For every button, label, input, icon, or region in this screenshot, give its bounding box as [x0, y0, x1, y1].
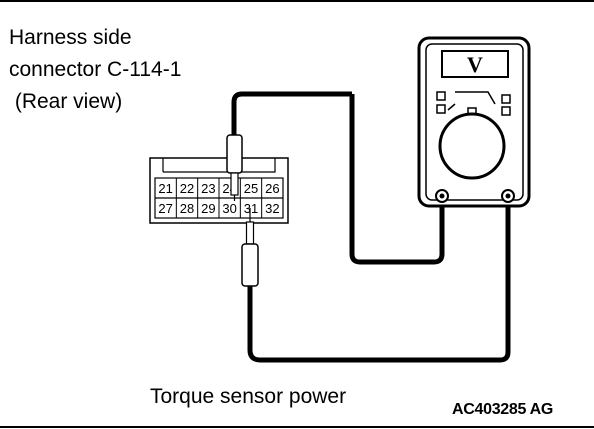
pin-30: 30: [222, 201, 236, 216]
lead-wire-upper: [349, 94, 445, 265]
pin-22: 22: [180, 181, 194, 196]
pin-28: 28: [180, 201, 194, 216]
pin-23: 23: [201, 181, 215, 196]
connector-label: Harness side connector C-114-1 (Rear vie…: [9, 22, 181, 118]
meter-dial-pointer: [467, 107, 477, 114]
meter-display: [441, 50, 509, 78]
bottom-border: [0, 426, 594, 428]
probe-upper: [226, 91, 352, 201]
pin-27: 27: [158, 201, 172, 216]
top-border: [0, 0, 594, 2]
meter-display-symbol: V: [467, 52, 483, 77]
pin-25: 25: [244, 181, 258, 196]
connector-key: [162, 158, 276, 173]
caption: Torque sensor power: [150, 385, 347, 408]
pin-32: 32: [265, 201, 279, 216]
pin-21: 21: [158, 181, 172, 196]
meter-dial: [438, 112, 506, 180]
figure-code: AC403285 AG: [452, 401, 554, 418]
connector-label-line1: Harness side: [9, 26, 132, 49]
multimeter: V: [417, 36, 531, 208]
pin-29: 29: [201, 201, 215, 216]
pin-26: 26: [265, 181, 279, 196]
meter-button-left-upper: [436, 91, 446, 101]
meter-button-left-lower: [436, 104, 446, 114]
connector-label-line3: (Rear view): [9, 90, 123, 113]
meter-button-right-upper: [501, 94, 511, 104]
connector-label-line2: connector C-114-1: [9, 58, 182, 81]
pin-31: 31: [244, 201, 258, 216]
probe-lower: [241, 196, 511, 363]
meter-button-right-lower: [501, 106, 511, 116]
